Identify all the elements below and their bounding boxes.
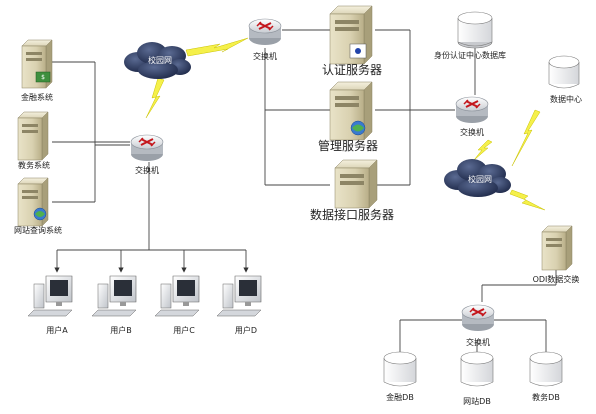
db-datacenter-label: 数据中心 bbox=[550, 94, 582, 104]
server-odi-label: ODI数据交换 bbox=[533, 274, 580, 284]
switch-top: 交换机 bbox=[248, 18, 282, 61]
user-pc-d: 用户D bbox=[216, 275, 262, 335]
switch-left-label: 交换机 bbox=[135, 165, 159, 175]
user-a-label: 用户A bbox=[46, 325, 68, 335]
server-data-label: 数据接口服务器 bbox=[310, 207, 394, 222]
server-mgmt-label: 管理服务器 bbox=[318, 138, 378, 153]
server-data: 数据接口服务器 bbox=[310, 159, 394, 222]
server-finance: $ 金融系统 bbox=[21, 39, 53, 102]
db-finance-label: 金融DB bbox=[386, 392, 414, 402]
db-academic-label: 教务DB bbox=[532, 392, 560, 402]
db-web-label: 网站DB bbox=[463, 396, 491, 406]
user-b-label: 用户B bbox=[110, 325, 132, 335]
lightning-links bbox=[145, 37, 546, 211]
server-odi: ODI数据交换 bbox=[533, 225, 580, 284]
server-web-label: 网站查询系统 bbox=[14, 225, 62, 235]
server-auth-label: 认证服务器 bbox=[322, 62, 382, 77]
cloud-right-label: 校园网 bbox=[468, 174, 492, 184]
server-academic-label: 教务系统 bbox=[18, 160, 50, 170]
cloud-left-label: 校园网 bbox=[148, 55, 172, 65]
switch-top-label: 交换机 bbox=[253, 51, 277, 61]
db-web: 网站DB bbox=[460, 351, 494, 406]
server-mgmt: 管理服务器 bbox=[318, 81, 378, 153]
server-web: 网站查询系统 bbox=[14, 177, 62, 235]
switch-bottom: 交换机 bbox=[461, 304, 495, 347]
user-d-label: 用户D bbox=[235, 325, 257, 335]
switch-left: 交换机 bbox=[130, 134, 164, 175]
user-pc-b: 用户B bbox=[91, 275, 137, 335]
server-auth: 认证服务器 bbox=[322, 5, 382, 77]
db-academic: 教务DB bbox=[529, 351, 563, 402]
server-academic: 教务系统 bbox=[17, 111, 50, 170]
user-pc-c: 用户C bbox=[154, 275, 200, 335]
db-identity: 身份认证中心数据库 bbox=[434, 11, 506, 60]
svg-text:$: $ bbox=[41, 74, 45, 81]
cloud-left: 校园网 bbox=[124, 42, 191, 79]
user-c-label: 用户C bbox=[173, 325, 195, 335]
switch-right-label: 交换机 bbox=[460, 127, 484, 137]
cloud-right: 校园网 bbox=[444, 159, 511, 197]
server-finance-label: 金融系统 bbox=[21, 92, 53, 102]
db-identity-label: 身份认证中心数据库 bbox=[434, 50, 506, 60]
switch-bottom-label: 交换机 bbox=[466, 337, 490, 347]
user-pc-a: 用户A bbox=[27, 275, 73, 335]
switch-right: 交换机 bbox=[455, 96, 489, 137]
db-finance: 金融DB bbox=[383, 351, 417, 402]
db-datacenter: 数据中心 bbox=[548, 55, 582, 104]
